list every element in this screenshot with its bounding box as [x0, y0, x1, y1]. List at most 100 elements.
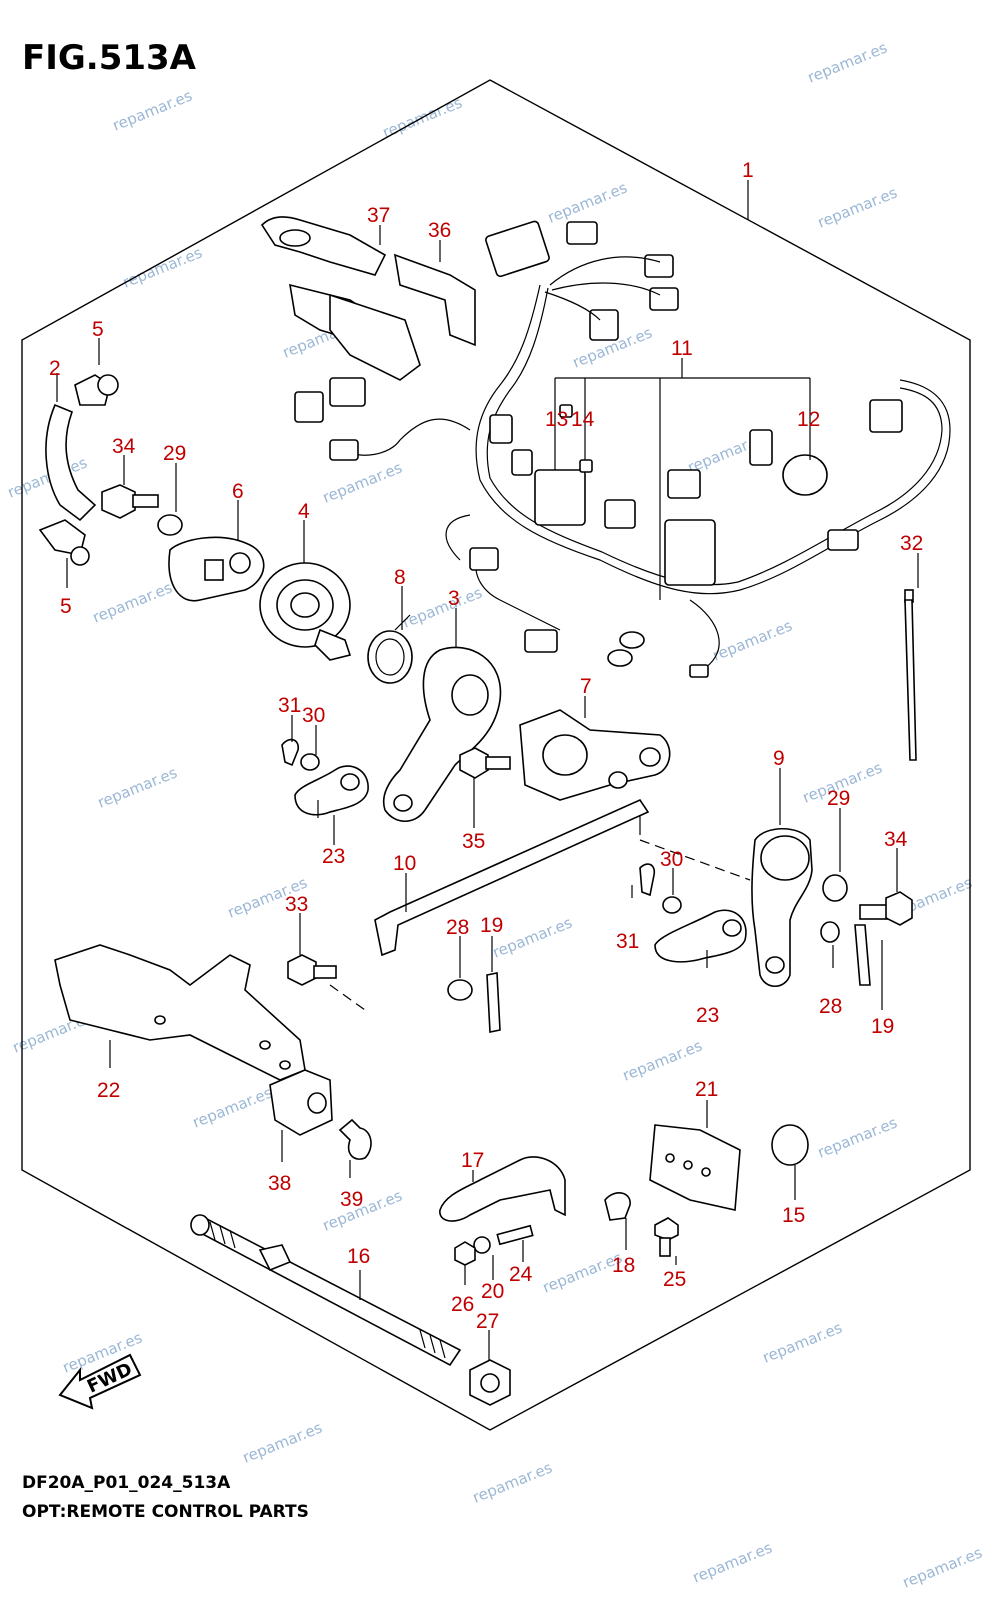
callout-27: 27	[476, 1310, 499, 1333]
nut-27	[469, 1359, 511, 1406]
arm-23-right	[654, 909, 747, 963]
clip-5-top	[74, 374, 119, 406]
callout-23-right: 23	[696, 1004, 719, 1027]
hose-2	[45, 403, 97, 522]
callout-8: 8	[394, 566, 406, 589]
stud-24	[496, 1224, 534, 1246]
arm-23-left	[294, 765, 369, 816]
pin-19-right	[854, 924, 871, 986]
callout-17: 17	[461, 1149, 484, 1172]
link-7	[519, 709, 671, 801]
diagram-description: OPT:REMOTE CONTROL PARTS	[22, 1502, 309, 1522]
washer-30-left	[300, 753, 320, 771]
callout-28-right: 28	[819, 995, 842, 1018]
callout-13: 13	[545, 408, 568, 431]
callout-32: 32	[900, 532, 923, 555]
callout-11: 11	[671, 337, 693, 360]
callout-19-left: 19	[480, 914, 503, 937]
bolt-35	[459, 747, 511, 779]
tie-32	[904, 589, 917, 761]
callout-4: 4	[298, 500, 310, 523]
washer-28-left	[447, 979, 473, 1001]
bracket-17	[439, 1156, 566, 1222]
callout-16: 16	[347, 1245, 370, 1268]
callout-12: 12	[797, 408, 820, 431]
frame-box	[21, 79, 971, 1431]
knob-38	[269, 1069, 333, 1136]
bolt-33	[287, 954, 337, 986]
callout-36: 36	[428, 219, 451, 242]
lever-3	[382, 646, 502, 823]
callout-25: 25	[663, 1268, 686, 1291]
pin-19-left	[486, 972, 501, 1033]
callout-39: 39	[340, 1188, 363, 1211]
housing-4	[259, 562, 352, 661]
callout-9: 9	[773, 747, 785, 770]
nut-26	[454, 1241, 476, 1266]
washer-29-left	[157, 514, 183, 536]
lever-9	[751, 828, 813, 988]
guide-line	[639, 839, 751, 881]
figure-title: FIG.513A	[22, 38, 196, 78]
washer-30-right	[662, 896, 682, 914]
callout-30-right: 30	[660, 848, 683, 871]
callout-5-top: 5	[92, 318, 104, 341]
callout-34-right: 34	[884, 828, 908, 851]
callout-29-right: 29	[827, 787, 850, 810]
bolt-34-right	[859, 891, 913, 926]
callout-21: 21	[695, 1078, 718, 1101]
callout-35: 35	[462, 830, 485, 853]
callout-3: 3	[448, 587, 460, 610]
rod-10	[374, 798, 650, 957]
callout-26: 26	[451, 1293, 474, 1316]
callout-5-bottom: 5	[60, 595, 72, 618]
callout-29-left: 29	[163, 442, 186, 465]
spring-8	[367, 614, 413, 684]
bracket-22	[54, 944, 306, 1081]
callout-7: 7	[580, 675, 592, 698]
plug-39	[338, 1118, 372, 1160]
leader-lines	[56, 180, 919, 1360]
clip-5-bottom	[38, 519, 90, 566]
clip-18	[604, 1192, 631, 1221]
guide-line	[329, 984, 366, 1011]
wiring-harness-1	[294, 220, 951, 678]
callout-31-right: 31	[616, 930, 639, 953]
callout-18: 18	[612, 1254, 635, 1277]
callout-37: 37	[367, 204, 390, 227]
washer-29-right	[822, 874, 848, 902]
fwd-arrow-icon: FWD	[58, 1353, 142, 1410]
callout-24: 24	[509, 1263, 533, 1286]
callouts: 1 2 3 4 5 5 6 7 8 9 10 11 12 13 14 15 16…	[49, 159, 923, 1333]
callout-28-left: 28	[446, 916, 469, 939]
shaft-16	[190, 1214, 462, 1367]
washer-20	[473, 1236, 491, 1254]
callout-23-left: 23	[322, 845, 345, 868]
callout-2: 2	[49, 357, 61, 380]
callout-10: 10	[393, 852, 416, 875]
callout-31-left: 31	[278, 694, 301, 717]
plate-6	[168, 536, 265, 602]
plug-15	[771, 1124, 809, 1166]
callout-19-right: 19	[871, 1015, 894, 1038]
pin-31-left	[281, 738, 300, 767]
callout-38: 38	[268, 1172, 291, 1195]
pin-31-right	[639, 863, 656, 897]
model-code: DF20A_P01_024_513A	[22, 1473, 231, 1493]
callout-6: 6	[232, 480, 244, 503]
callout-20: 20	[481, 1280, 504, 1303]
callout-34-left: 34	[112, 435, 136, 458]
pad-21	[649, 1124, 741, 1211]
callout-30-left: 30	[302, 704, 325, 727]
callout-14: 14	[571, 408, 595, 431]
callout-1: 1	[742, 159, 754, 182]
holder-36	[329, 253, 476, 381]
washer-28-right	[820, 921, 840, 943]
callout-33: 33	[285, 893, 308, 916]
screw-25	[654, 1217, 679, 1257]
bolt-34-left	[101, 484, 159, 519]
callout-15: 15	[782, 1204, 805, 1227]
callout-22: 22	[97, 1079, 120, 1102]
